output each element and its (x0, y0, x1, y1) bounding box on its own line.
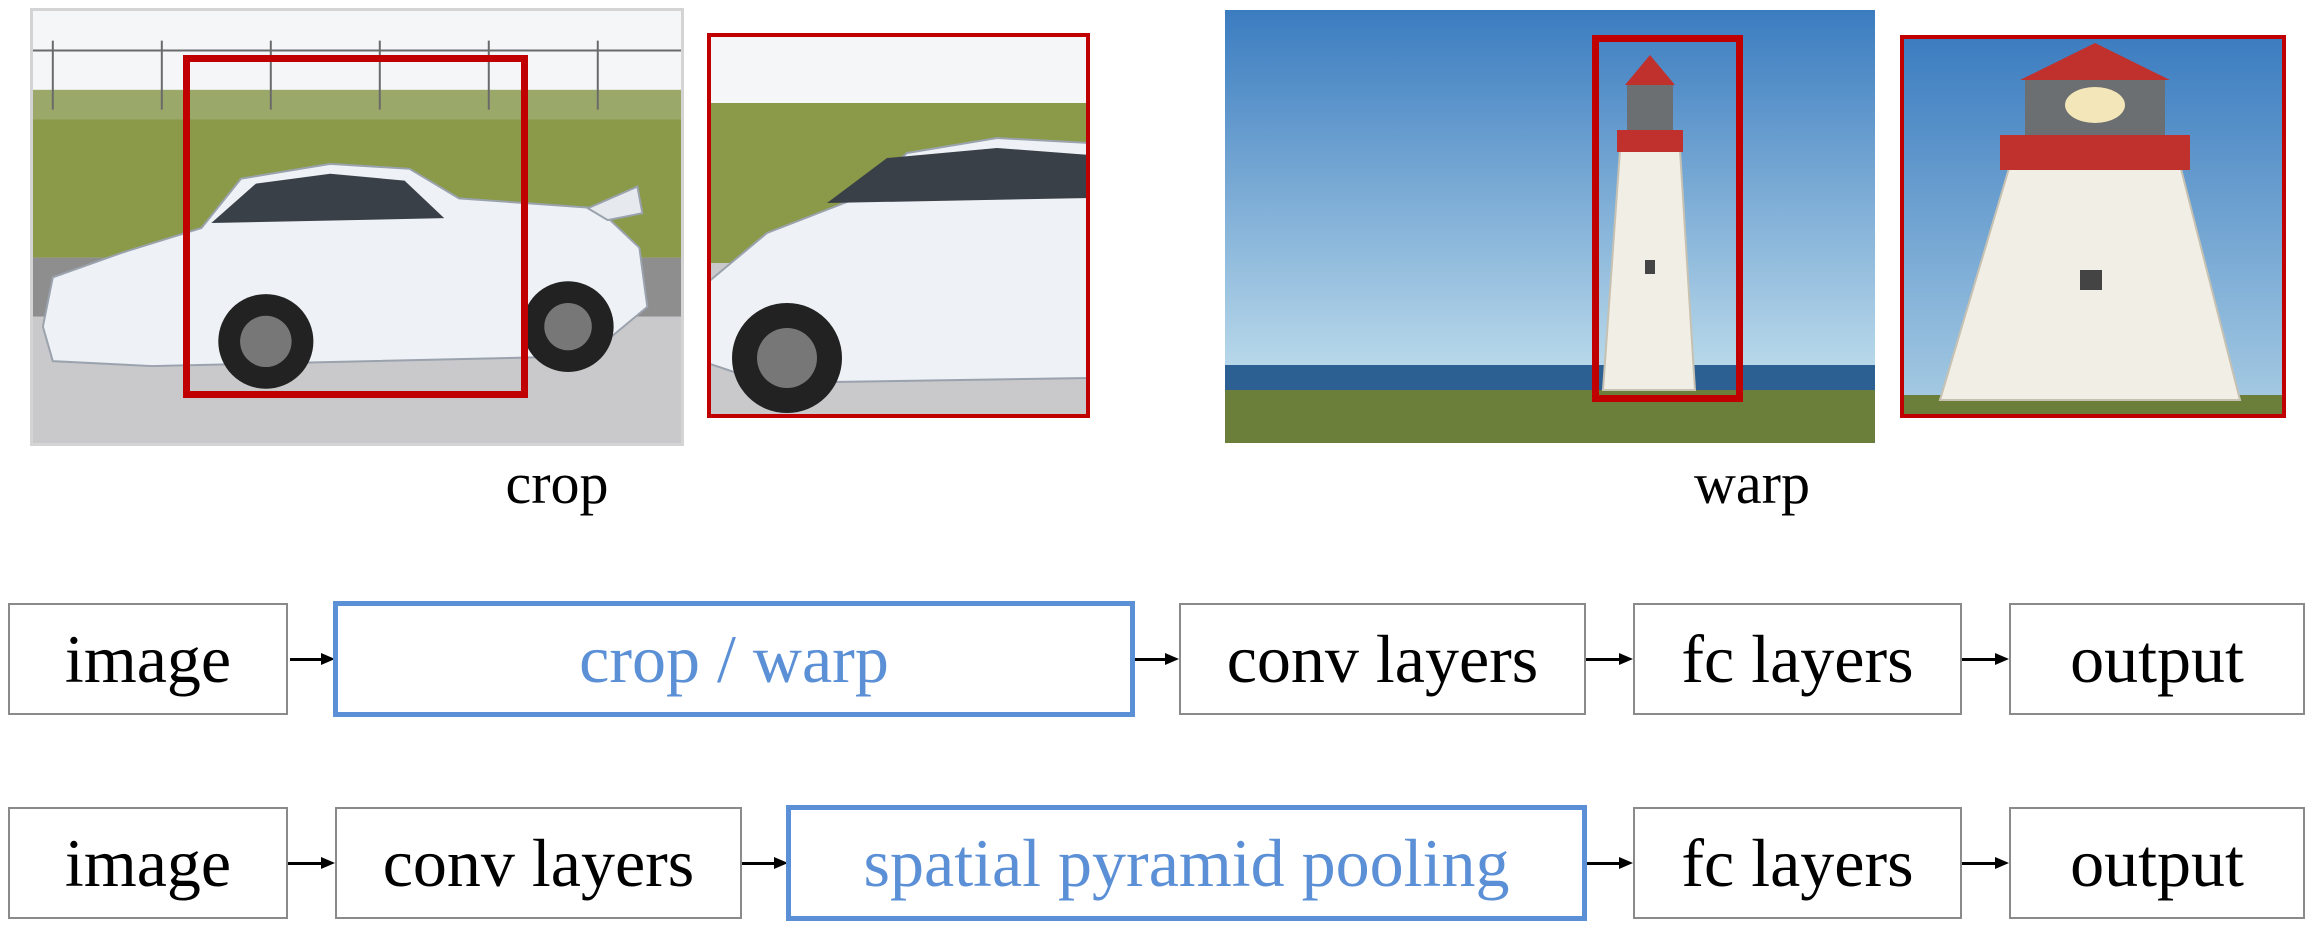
pipeline2-arrow-3 (1587, 857, 1633, 869)
cropped-car-photo (707, 33, 1090, 418)
warp-region-box (1592, 35, 1743, 402)
crop-region-box (183, 55, 528, 398)
pipeline2-image-stage: image (8, 807, 288, 919)
pipeline1-arrow-1 (290, 653, 335, 665)
pipeline1-crop-warp-stage: crop / warp (333, 601, 1135, 717)
pipeline2-arrow-2 (742, 857, 788, 869)
pipeline1-output-stage: output (2009, 603, 2305, 715)
pipeline1-fc-layers-stage: fc layers (1633, 603, 1962, 715)
pipeline1-conv-layers-stage: conv layers (1179, 603, 1586, 715)
warped-output-border (1900, 35, 2286, 418)
pipeline2-arrow-4 (1962, 857, 2009, 869)
warp-caption: warp (1694, 451, 1810, 516)
warped-lighthouse-photo (1900, 35, 2286, 418)
car-photo (30, 8, 684, 446)
pipeline2-output-stage: output (2009, 807, 2305, 919)
pipeline2-arrow-1 (288, 857, 335, 869)
pipeline1-arrow-3 (1586, 653, 1633, 665)
crop-caption: crop (505, 451, 609, 516)
lighthouse-photo (1225, 10, 1875, 443)
pipeline2-conv-layers-stage: conv layers (335, 807, 742, 919)
pipeline1-arrow-2 (1135, 653, 1179, 665)
pipeline1-arrow-4 (1962, 653, 2009, 665)
pipeline2-fc-layers-stage: fc layers (1633, 807, 1962, 919)
pipeline1-image-stage: image (8, 603, 288, 715)
cropped-output-border (707, 33, 1090, 418)
pipeline2-spp-stage: spatial pyramid pooling (786, 805, 1587, 921)
